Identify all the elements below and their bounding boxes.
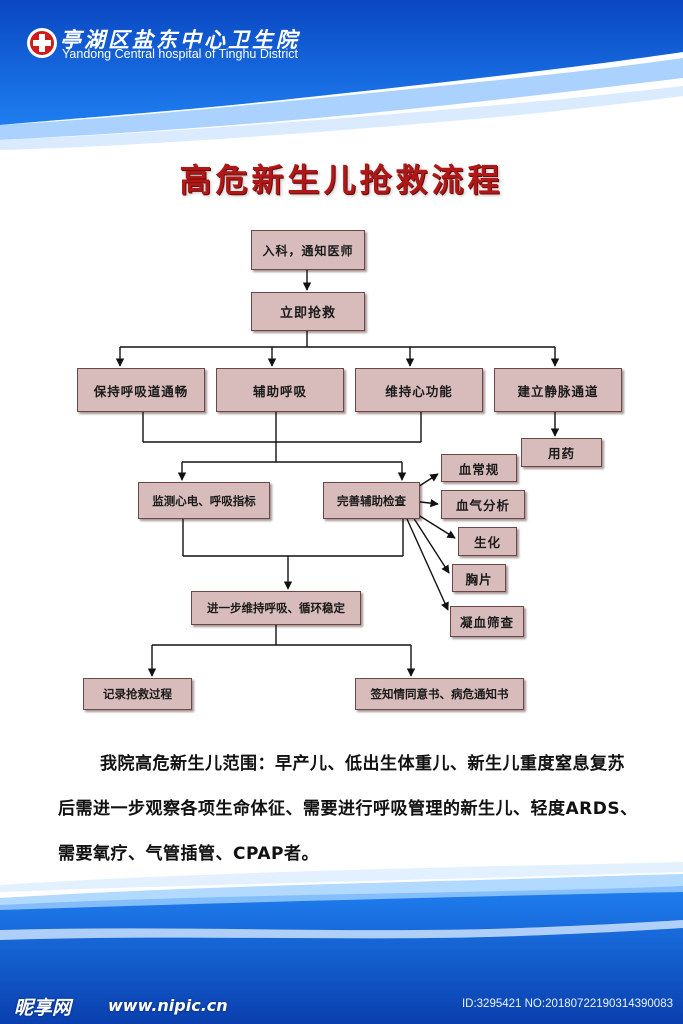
- exam-coagulation: 凝血筛查: [450, 606, 524, 637]
- step-assist-breathing: 辅助呼吸: [216, 368, 344, 412]
- hospital-name-cn: 亭湖区盐东中心卫生院: [60, 27, 300, 52]
- hospital-cross-logo-icon: [27, 28, 57, 58]
- watermark-url: www.nipic.cn: [108, 996, 228, 1015]
- step-maintain: 进一步维持呼吸、循环稳定: [191, 591, 361, 625]
- step-rescue: 立即抢救: [251, 292, 365, 331]
- watermark-logo: 昵享网: [14, 997, 72, 1019]
- hospital-name-en: Yandong Central hospital of Tinghu Distr…: [62, 47, 299, 61]
- step-medication: 用药: [521, 438, 602, 467]
- page-title: 高危新生儿抢救流程: [179, 161, 504, 199]
- exam-biochem: 生化: [458, 527, 517, 556]
- scope-description: 我院高危新生儿范围：早产儿、低出生体重儿、新生儿重度窒息复苏后需进一步观察各项生…: [58, 754, 638, 864]
- step-airway: 保持呼吸道通畅: [77, 368, 205, 412]
- arrow-exams-coag: [406, 518, 449, 611]
- watermark-id: ID:3295421 NO:20180722190314390083: [461, 998, 673, 1010]
- exam-blood-routine: 血常规: [441, 454, 517, 482]
- step-admit: 入科，通知医师: [251, 230, 365, 270]
- step-record: 记录抢救过程: [83, 678, 192, 710]
- exam-blood-gas: 血气分析: [441, 490, 525, 519]
- step-monitor: 监测心电、呼吸指标: [138, 482, 270, 519]
- step-iv-access: 建立静脉通道: [494, 368, 622, 412]
- arrow-exams-chestfilm: [412, 516, 450, 574]
- exam-chest-film: 胸片: [452, 564, 506, 592]
- step-consent: 签知情同意书、病危通知书: [355, 678, 524, 710]
- arrow-exams-biochem: [414, 512, 456, 539]
- step-exams: 完善辅助检查: [323, 482, 420, 519]
- step-cardiac-function: 维持心功能: [355, 368, 483, 412]
